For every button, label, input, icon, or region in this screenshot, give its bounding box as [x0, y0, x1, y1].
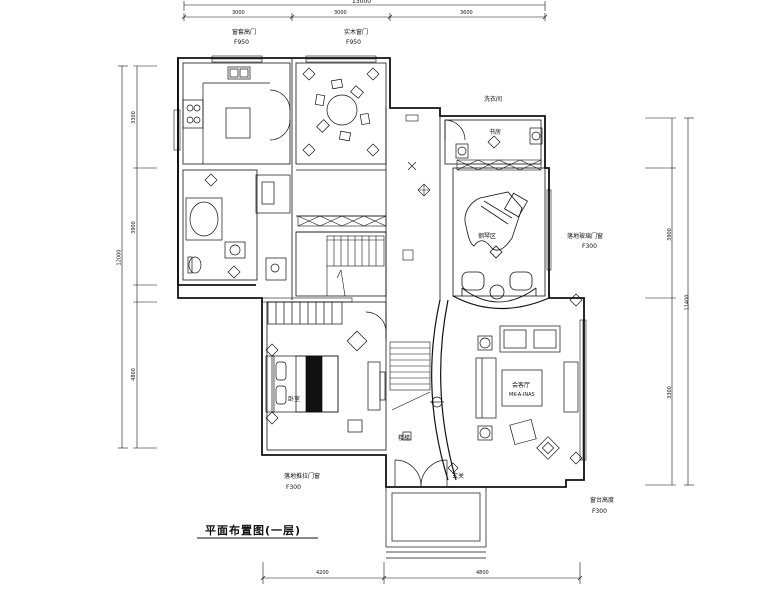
- dim-left-total: 12000: [116, 249, 123, 266]
- dining: [302, 67, 380, 157]
- bay-note: 窗台高度: [590, 497, 615, 504]
- dim-bottom-left: 4200: [316, 570, 329, 576]
- dim-right-a: 3900: [666, 228, 673, 241]
- stairs: [326, 235, 431, 411]
- bedroom-window-label: 落地推拉门窗: [284, 473, 321, 480]
- drawing-title: 平面布置图(一层): [205, 524, 302, 537]
- bottom-dimensions: [260, 562, 583, 584]
- study: [444, 119, 543, 159]
- dim-top-total: 13000: [352, 0, 372, 5]
- utility-label: 洗衣间: [484, 96, 503, 103]
- piano-label: 钢琴区: [478, 233, 497, 240]
- kitchen: [182, 66, 291, 164]
- dim-top-right: 3600: [460, 10, 473, 16]
- curved-wall: [431, 295, 550, 481]
- stair-label: 楼梯: [398, 435, 411, 442]
- right-dimensions: [645, 117, 694, 486]
- living-room: [430, 293, 583, 465]
- entry: [385, 431, 487, 559]
- exterior-walls: [177, 57, 585, 488]
- entry-level: F300: [592, 508, 607, 515]
- kitchen-window-level: F950: [234, 39, 249, 46]
- dim-top-left: 3000: [232, 10, 245, 16]
- dim-right-b: 3300: [666, 386, 673, 399]
- dim-left-a: 3300: [130, 111, 137, 124]
- living-label: 会客厅: [512, 382, 531, 389]
- hall-lights: [402, 114, 431, 261]
- bathroom: [185, 173, 291, 281]
- cabinets: [297, 159, 542, 227]
- living-sub-label: MK-A-INAS: [509, 392, 535, 398]
- bedroom-window-level: F300: [286, 484, 301, 491]
- dining-window-level: F950: [346, 39, 361, 46]
- bedroom-label: 卧室: [288, 396, 301, 403]
- kitchen-window-label: 窗套高门: [232, 29, 257, 36]
- dim-left-c: 4800: [130, 368, 137, 381]
- piano-area: [461, 191, 537, 303]
- dim-right-total: 11400: [684, 294, 691, 311]
- entry-label: 玄关: [452, 473, 465, 480]
- windows: [173, 55, 587, 461]
- top-dimensions: [181, 1, 548, 21]
- dining-window-label: 实木窗门: [344, 29, 369, 36]
- dim-left-b: 3900: [130, 221, 137, 234]
- study-label: 书房: [489, 129, 502, 136]
- dim-top-mid: 3000: [334, 10, 347, 16]
- dim-bottom-right: 4800: [476, 570, 489, 576]
- piano-window-level: F300: [582, 243, 597, 250]
- left-dimensions: [118, 65, 157, 449]
- piano-window-label: 落地玻璃门窗: [567, 233, 604, 240]
- bedroom: [265, 301, 387, 433]
